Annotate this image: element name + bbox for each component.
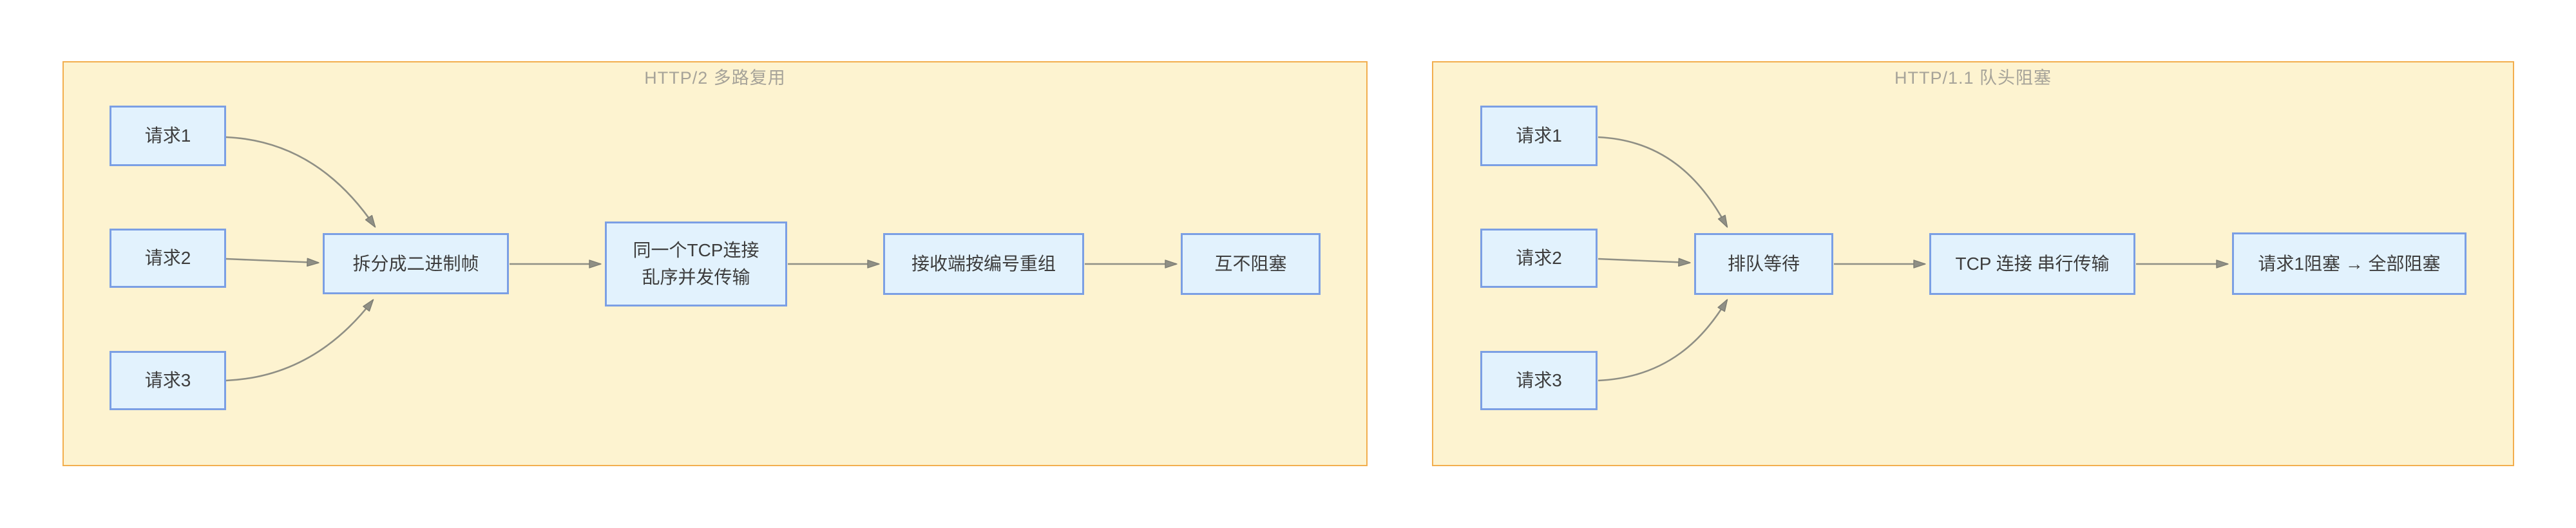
node-r-request-2-label: 请求2 [1516,248,1562,268]
node-l-split-binary-frames-label: 拆分成二进制帧 [352,253,479,274]
node-r-queue-waiting-label: 排队等待 [1727,254,1800,274]
node-l-request-1: 请求1 [110,106,226,166]
node-r-request-2: 请求2 [1480,229,1598,288]
node-l-request-3-label: 请求3 [144,370,191,390]
node-l-request-3: 请求3 [110,351,226,410]
node-l-request-2-label: 请求2 [144,248,191,268]
panel-http11-title: HTTP/1.1 队头阻塞 [1894,68,2052,88]
node-r-tcp-serial-label: TCP 连接 串行传输 [1955,254,2110,274]
node-r-request-3-label: 请求3 [1516,370,1562,390]
node-l-same-tcp-line1: 同一个TCP连接 [633,240,759,260]
node-l-request-1-label: 请求1 [144,126,191,146]
node-r-queue-waiting: 排队等待 [1694,233,1833,295]
node-l-reassemble-by-number: 接收端按编号重组 [883,233,1084,295]
node-r-all-blocked-label: 请求1阻塞 → 全部阻塞 [2258,253,2441,274]
node-r-tcp-serial-transfer: TCP 连接 串行传输 [1929,233,2135,295]
node-l-request-2: 请求2 [110,229,226,288]
node-r-all-blocked: 请求1阻塞 → 全部阻塞 [2232,232,2466,295]
node-r-request-3: 请求3 [1480,351,1598,410]
node-r-request-1: 请求1 [1480,106,1598,166]
panel-http2-title: HTTP/2 多路复用 [644,68,786,88]
node-l-same-tcp-connection: 同一个TCP连接 乱序并发传输 [605,222,787,306]
node-r-request-1-label: 请求1 [1516,126,1562,146]
node-l-no-blocking-label: 互不阻塞 [1214,254,1287,274]
node-l-reassemble-label: 接收端按编号重组 [911,254,1056,274]
node-l-same-tcp-line2: 乱序并发传输 [642,267,750,287]
node-l-no-blocking: 互不阻塞 [1181,233,1321,295]
node-l-split-binary-frames: 拆分成二进制帧 [323,233,509,294]
